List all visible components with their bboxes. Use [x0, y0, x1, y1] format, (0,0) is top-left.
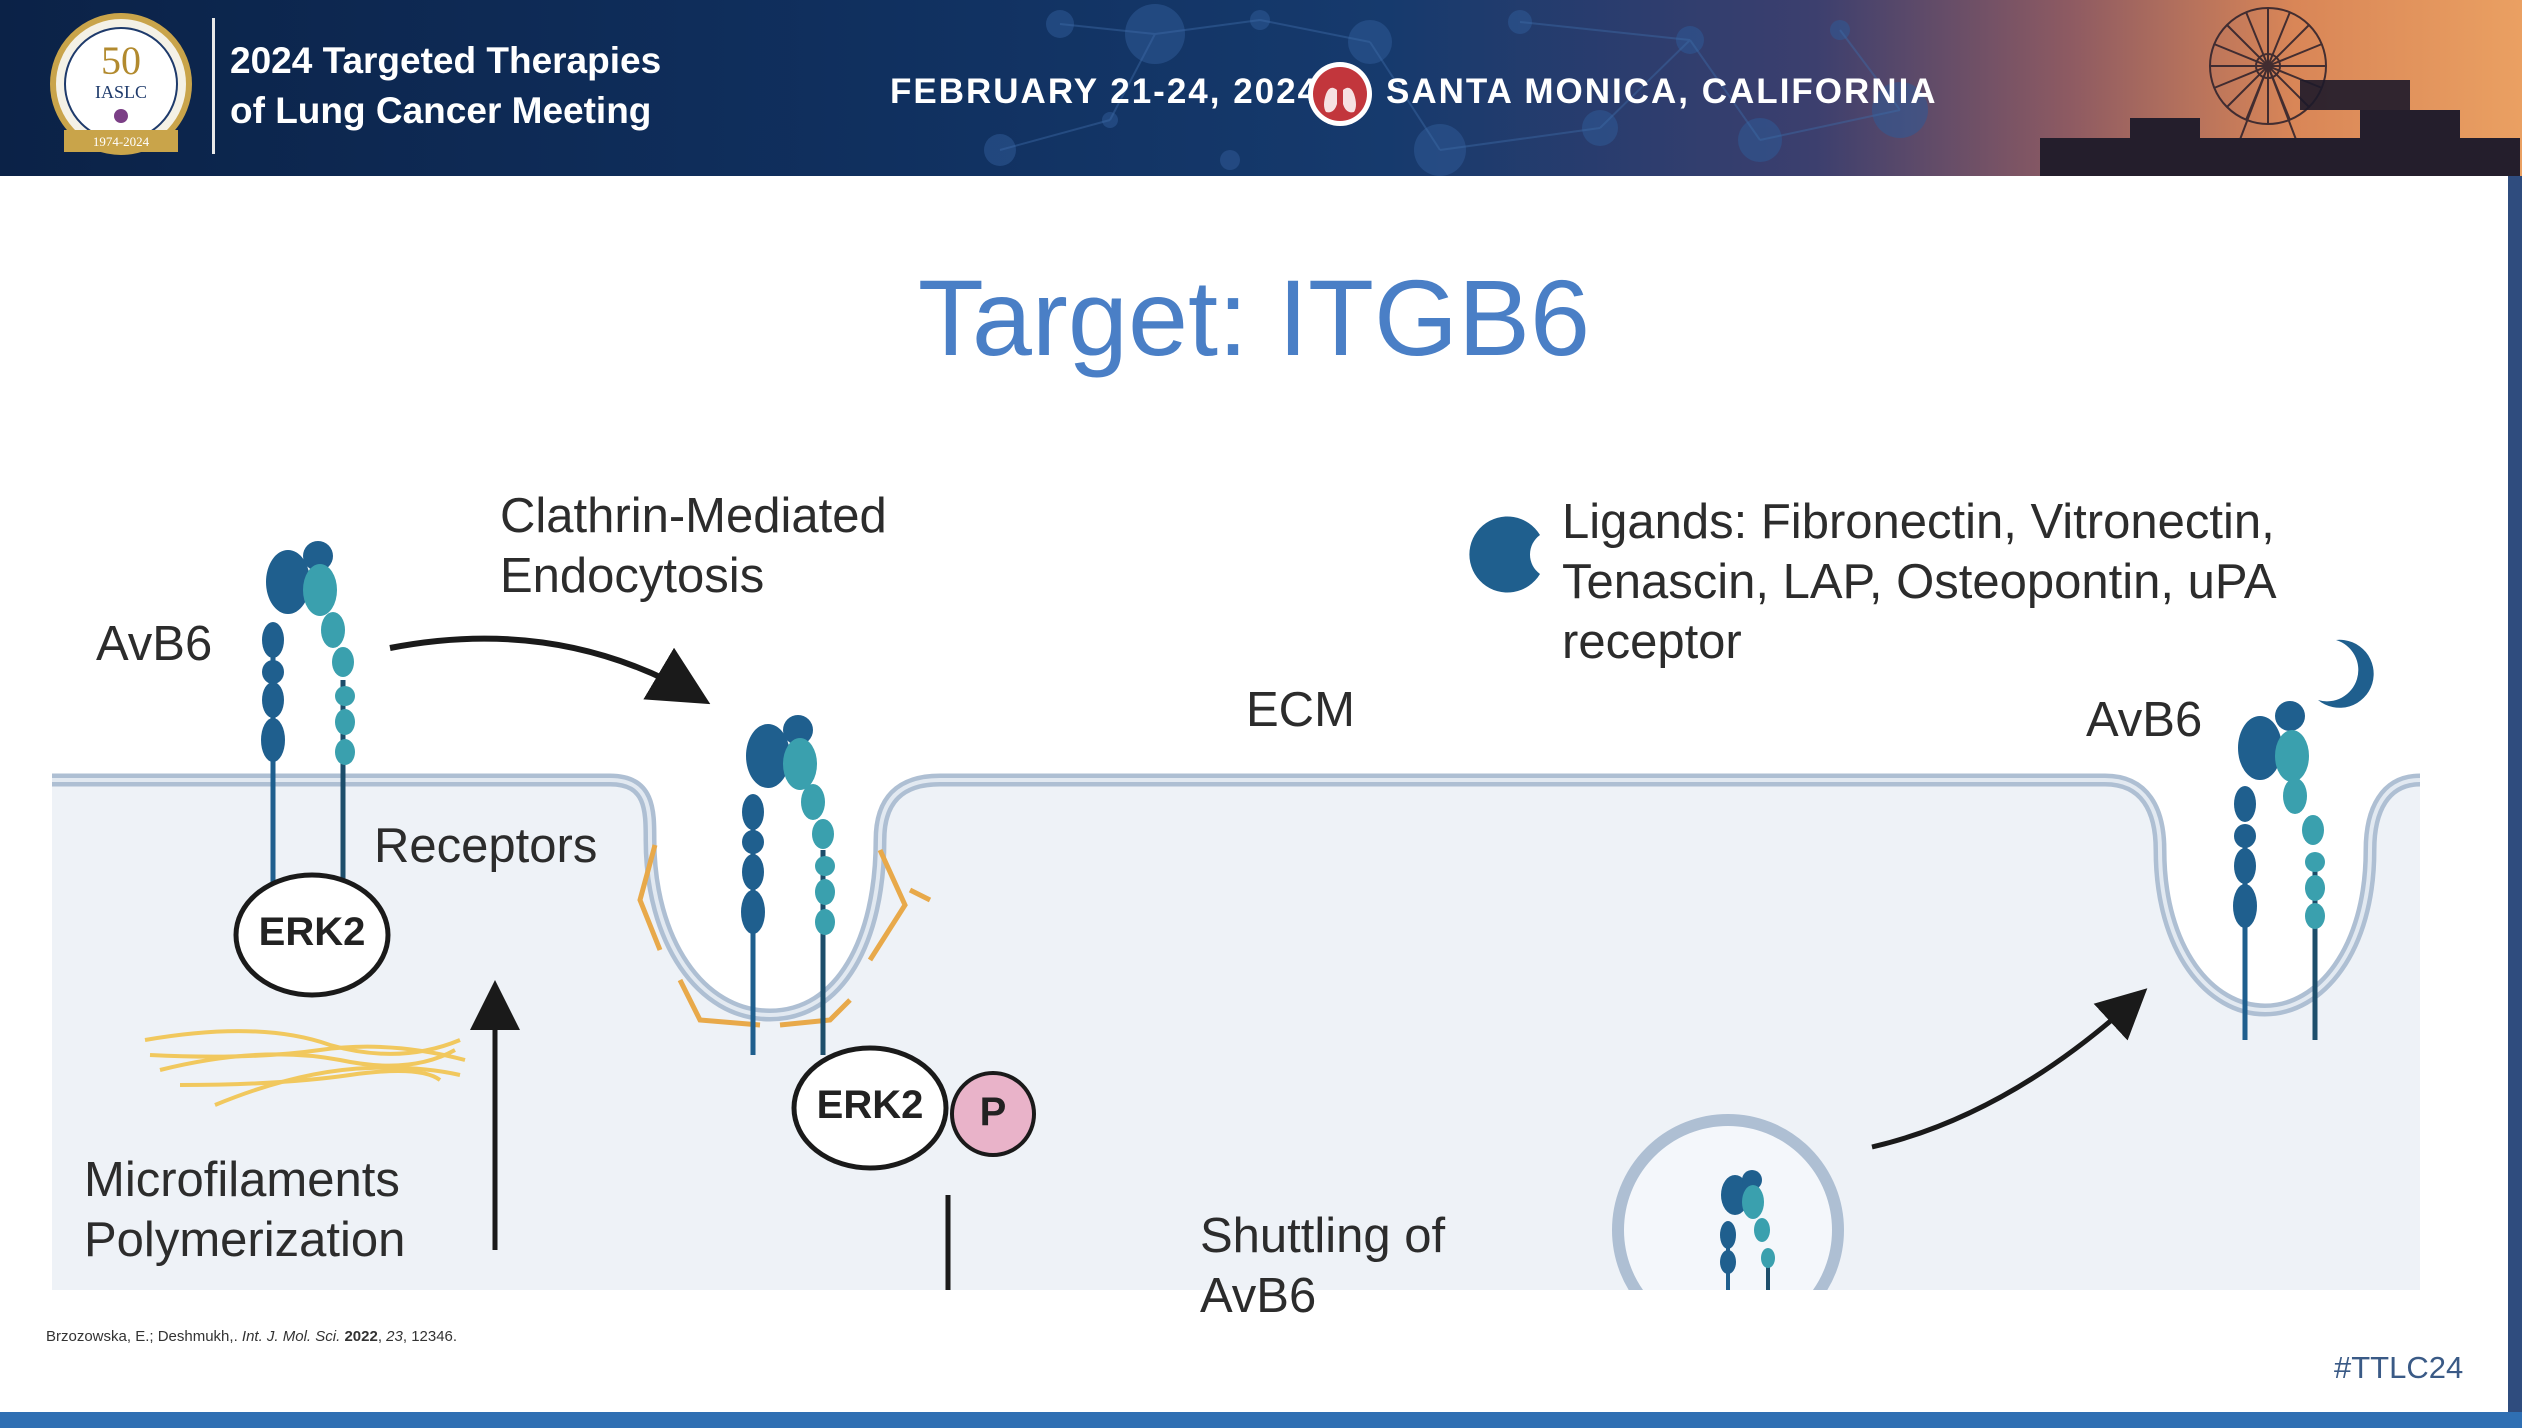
- ligands-label-line1: Ligands: Fibronectin, Vitronectin,: [1562, 495, 2275, 549]
- avb6-right-label: AvB6: [2086, 693, 2203, 747]
- meeting-title-line1: 2024 Targeted Therapies: [230, 40, 662, 81]
- microfilaments-label-line2: Polymerization: [84, 1213, 406, 1267]
- ligands-label-line3: receptor: [1562, 615, 1742, 669]
- iaslc-logo-icon: 50 IASLC 1974-2024: [50, 13, 192, 155]
- slide-title: Target: ITGB6: [917, 257, 1591, 378]
- ferris-wheel-icon: [2040, 7, 2520, 176]
- shuttling-label-clip: AvB6: [1200, 1266, 1420, 1323]
- ligand-icon: [1469, 516, 1540, 593]
- receptors-label: Receptors: [374, 819, 598, 873]
- hashtag: #TTLC24: [2334, 1350, 2464, 1385]
- svg-text:1974-2024: 1974-2024: [93, 134, 150, 149]
- actin-microfilaments: [144, 1029, 466, 1107]
- citation: Brzozowska, E.; Deshmukh,. Int. J. Mol. …: [46, 1328, 458, 1345]
- logo-divider: [212, 18, 215, 154]
- phospho-label: P: [979, 1090, 1007, 1134]
- integrin-avb6-right: [2233, 639, 2374, 1040]
- shuttling-label-line1: Shuttling of: [1200, 1209, 1446, 1263]
- citation-pages: 12346.: [411, 1328, 458, 1345]
- integrin-avb6-left: [261, 541, 355, 885]
- meeting-location: SANTA MONICA, CALIFORNIA: [1386, 72, 1938, 111]
- slide-right-edge: [2508, 176, 2522, 1416]
- itgb6-pathway-diagram: [52, 516, 2420, 1290]
- clathrin-coat: [637, 844, 932, 1028]
- endocytosis-label-line1: Clathrin-Mediated: [500, 489, 887, 543]
- meeting-title: 2024 Targeted Therapies of Lung Cancer M…: [230, 36, 750, 136]
- svg-text:IASLC: IASLC: [95, 82, 147, 102]
- slide-bottom-edge: [0, 1412, 2522, 1428]
- ecm-label: ECM: [1246, 683, 1355, 737]
- erk2-left-label: ERK2: [258, 910, 366, 954]
- endocytosis-label-line2: Endocytosis: [500, 549, 765, 603]
- banner-network-decoration: [984, 4, 1928, 176]
- endocytosis-arrow-icon: [389, 635, 711, 705]
- citation-journal: Int. J. Mol. Sci.: [241, 1328, 341, 1345]
- erk2-left-circle: [233, 872, 391, 998]
- citation-volume: 23: [386, 1328, 403, 1345]
- erk2-center-circle: [791, 1045, 949, 1171]
- phospho-circle: [950, 1071, 1036, 1157]
- meeting-title-line2: of Lung Cancer Meeting: [230, 90, 652, 131]
- shuttling-label-line2: AvB6: [1200, 1269, 1317, 1323]
- svg-text:50: 50: [101, 38, 141, 83]
- conference-banner: 50 IASLC 1974-2024 2024 Targeted Therapi…: [0, 0, 2522, 176]
- shuttling-arrow-icon: [1871, 988, 2148, 1150]
- erk2-center-label: ERK2: [816, 1083, 924, 1127]
- microfilaments-label-line1: Microfilaments: [84, 1153, 400, 1207]
- meeting-dates: FEBRUARY 21-24, 2024: [890, 72, 1320, 111]
- lung-icon: [1308, 62, 1372, 126]
- ligands-label-line2: Tenascin, LAP, Osteopontin, uPA: [1562, 555, 2277, 609]
- citation-authors: Brzozowska, E.; Deshmukh,.: [46, 1328, 238, 1345]
- recycling-vesicle: [1612, 1114, 1844, 1290]
- citation-year: 2022: [344, 1328, 378, 1345]
- integrin-avb6-center: [741, 715, 835, 1055]
- avb6-left-label: AvB6: [96, 617, 213, 671]
